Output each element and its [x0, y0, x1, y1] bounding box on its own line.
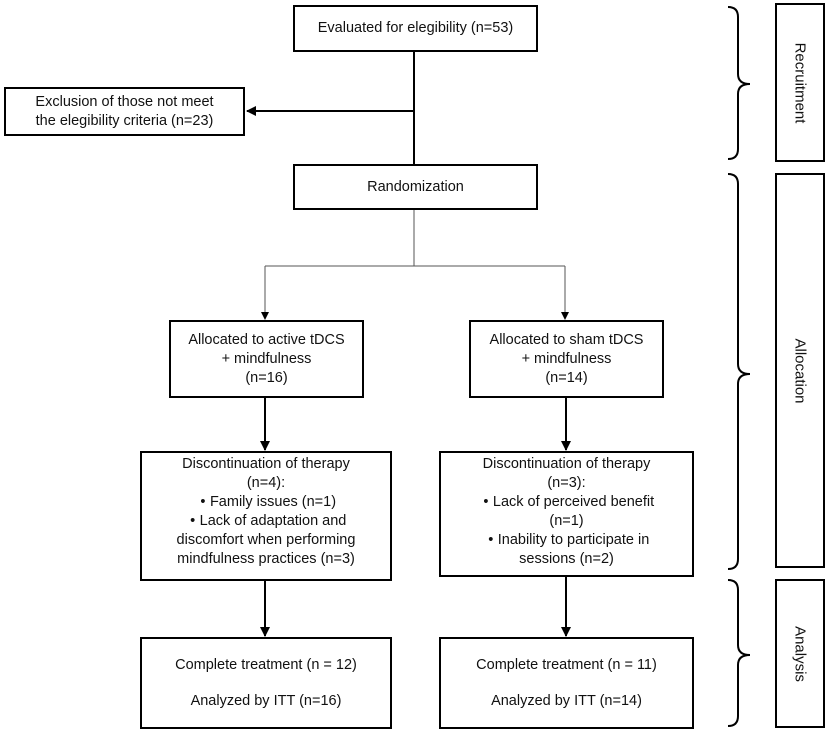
sham-alloc-line-2: + mindfulness: [521, 350, 612, 367]
sham-complete-line-2: Analyzed by ITT (n=14): [491, 692, 642, 709]
bullet-mark: •: [483, 494, 489, 510]
stage-analysis-label: Analysis: [791, 625, 809, 682]
active-discontinuation-box: Discontinuation of therapy (n=4): •Famil…: [140, 451, 392, 581]
active-disc-count: (n=4):: [246, 475, 286, 491]
sham-discontinuation-box: Discontinuation of therapy (n=3): •Lack …: [439, 451, 694, 577]
sham-alloc-line-1: Allocated to sham tDCS: [489, 331, 644, 348]
exclusion-box: Exclusion of those not meet the elegibil…: [4, 87, 245, 136]
evaluated-text: Evaluated for elegibility (n=53): [317, 20, 514, 36]
stage-allocation-box: Allocation: [775, 173, 825, 568]
active-disc-item-1: •Family issues (n=1): [196, 493, 336, 512]
brace-allocation: [727, 173, 751, 570]
active-alloc-line-2: + mindfulness: [221, 350, 312, 367]
randomization-box: Randomization: [293, 164, 538, 210]
sham-disc-title: Discontinuation of therapy: [482, 456, 651, 472]
sham-complete-box: Complete treatment (n = 11) Analyzed by …: [439, 637, 694, 729]
sham-disc-count: (n=3):: [547, 475, 586, 491]
active-disc-title: Discontinuation of therapy: [182, 456, 350, 472]
active-alloc-line-1: Allocated to active tDCS: [188, 331, 345, 348]
active-alloc-line-3: (n=16): [245, 369, 288, 386]
sham-disc-item-1-line-2: (n=1): [549, 513, 584, 529]
bullet-mark: •: [190, 513, 196, 529]
active-allocation-box: Allocated to active tDCS + mindfulness (…: [169, 320, 364, 398]
sham-disc-item-2-line-2: sessions (n=2): [519, 551, 614, 567]
exclusion-line-1: Exclusion of those not meet: [35, 93, 214, 110]
stage-recruitment-label: Recruitment: [791, 42, 809, 123]
randomization-text: Randomization: [367, 178, 464, 195]
sham-alloc-line-3: (n=14): [545, 369, 588, 386]
stage-analysis-box: Analysis: [775, 579, 825, 728]
sham-disc-item-1-line-1: •Lack of perceived benefit: [479, 493, 654, 512]
sham-disc-item-2-line-1: •Inability to participate in: [484, 531, 649, 550]
brace-analysis: [727, 579, 751, 727]
bullet-mark: •: [488, 532, 494, 548]
evaluated-box: Evaluated for elegibility (n=53): [293, 5, 538, 52]
sham-complete-line-1: Complete treatment (n = 11): [476, 656, 657, 673]
active-disc-item-2-line-3: mindfulness practices (n=3): [177, 551, 355, 567]
active-complete-line-2: Analyzed by ITT (n=16): [190, 692, 342, 709]
brace-recruitment: [727, 6, 751, 160]
active-disc-item-2-line-1: •Lack of adaptation and: [186, 512, 346, 531]
stage-allocation-label: Allocation: [791, 337, 809, 404]
sham-allocation-box: Allocated to sham tDCS + mindfulness (n=…: [469, 320, 664, 398]
stage-recruitment-box: Recruitment: [775, 3, 825, 162]
active-complete-box: Complete treatment (n = 12) Analyzed by …: [140, 637, 392, 729]
exclusion-line-2: the elegibility criteria (n=23): [35, 112, 214, 129]
active-complete-line-1: Complete treatment (n = 12): [175, 656, 357, 673]
active-disc-item-2-line-2: discomfort when performing: [176, 532, 356, 548]
bullet-mark: •: [200, 494, 206, 510]
